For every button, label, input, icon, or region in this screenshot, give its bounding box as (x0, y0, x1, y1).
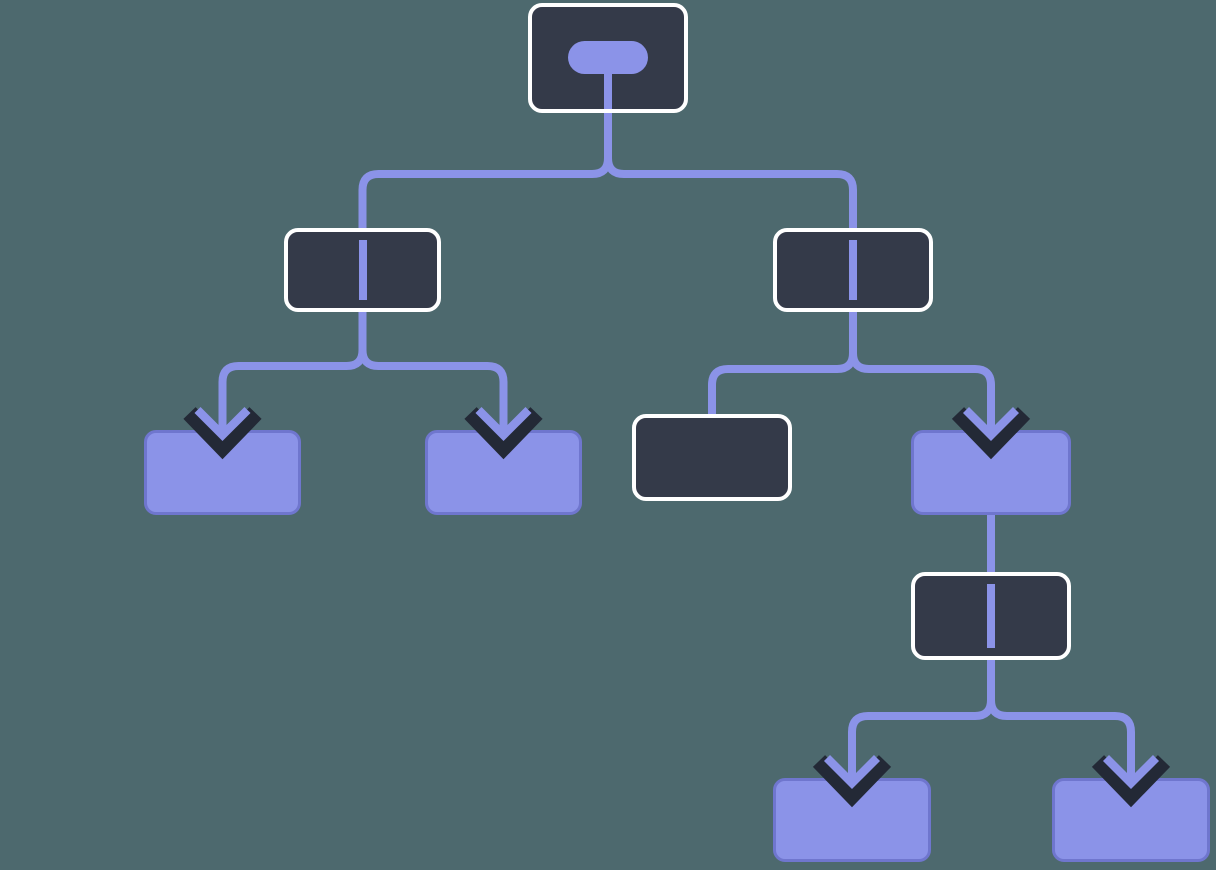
node-through-line-icon (987, 584, 995, 648)
node-pill-stem-icon (604, 69, 612, 109)
node-through-line-icon (849, 240, 857, 300)
node-pill-icon (568, 41, 648, 74)
connector-line-n4-n5b (987, 660, 1135, 762)
branch-right-node (773, 228, 933, 312)
leaf-node-3 (773, 778, 931, 862)
connector-line-n2l-n3b (358, 312, 508, 414)
dark-leaf-node (632, 414, 792, 501)
connector-line-n2l-n3a (218, 312, 367, 414)
connector-line-n2r-n3d (849, 312, 995, 414)
root-node (528, 3, 688, 113)
leaf-node-2 (425, 430, 582, 515)
leaf-node-4 (1052, 778, 1210, 862)
node-through-line-icon (358, 240, 367, 300)
connector-line-n2r-n3c (708, 312, 857, 418)
connector-line-root-n2r (604, 113, 857, 232)
connector-line-n4-n5a (848, 660, 995, 762)
connector-line-root-n2l (358, 113, 612, 232)
purple-branch-node (911, 430, 1071, 515)
branch-left-node (284, 228, 441, 312)
lower-branch-node (911, 572, 1071, 660)
leaf-node-1 (144, 430, 301, 515)
